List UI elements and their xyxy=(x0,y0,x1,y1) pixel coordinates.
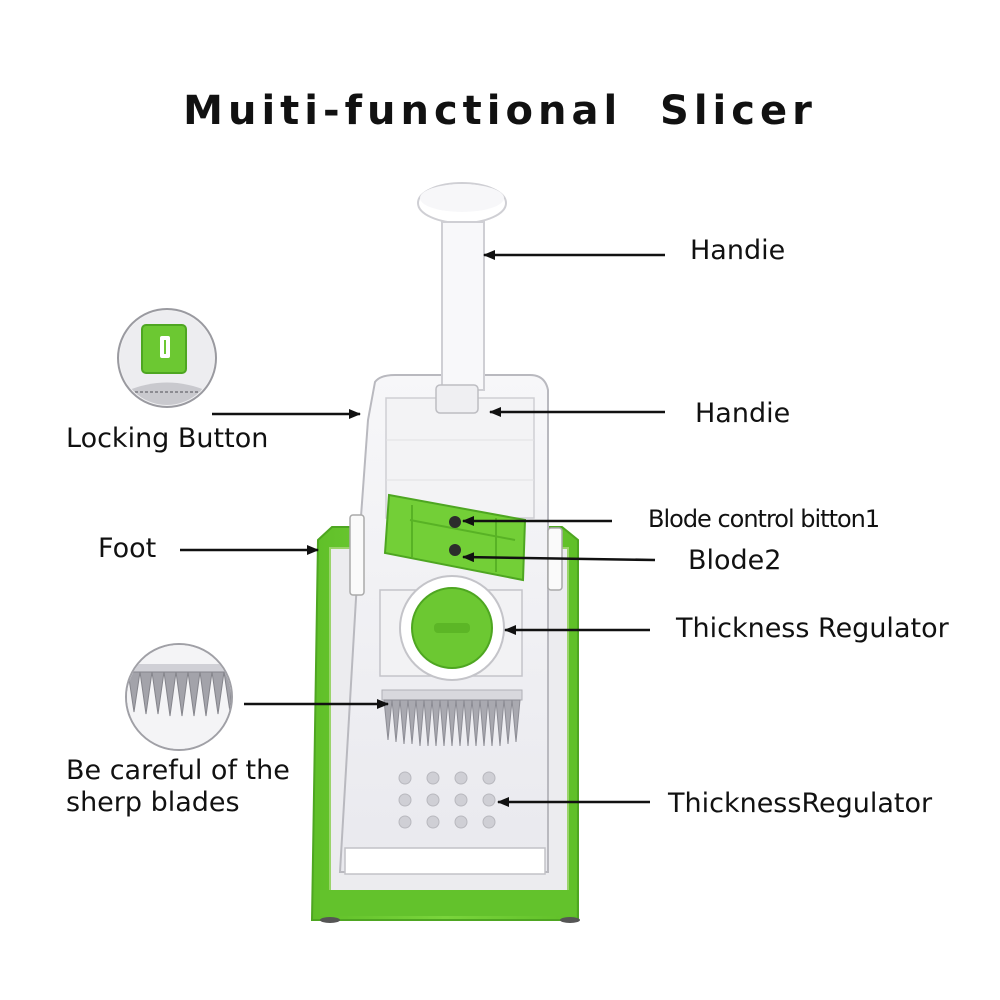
julienne-blade-row xyxy=(381,689,523,747)
label-thickness-regulator-1: Thickness Regulator xyxy=(676,613,949,644)
page-title: Muiti-functional Slicer xyxy=(183,88,817,134)
green-blade-carriage xyxy=(383,493,527,582)
label-handle-top: Handie xyxy=(690,235,786,266)
drainage-holes xyxy=(398,771,496,829)
label-foot: Foot xyxy=(98,533,157,564)
label-blade-control-1: Blode control bitton1 xyxy=(648,505,880,533)
label-thickness-regulator-2: ThicknessRegulator xyxy=(668,788,933,819)
label-blade-warning: Be careful of the sherp blades xyxy=(66,755,290,819)
label-locking-button: Locking Button xyxy=(66,423,269,454)
blade-closeup-inset xyxy=(125,643,233,751)
handle-plunger xyxy=(417,182,507,414)
label-blade-2: Blode2 xyxy=(688,545,782,576)
leader-arrows xyxy=(180,250,665,807)
thickness-regulator-dial xyxy=(379,575,523,681)
arrow-blade-2 xyxy=(462,552,656,563)
locking-button-inset xyxy=(117,308,217,408)
label-handle-mid: Handie xyxy=(695,398,791,429)
